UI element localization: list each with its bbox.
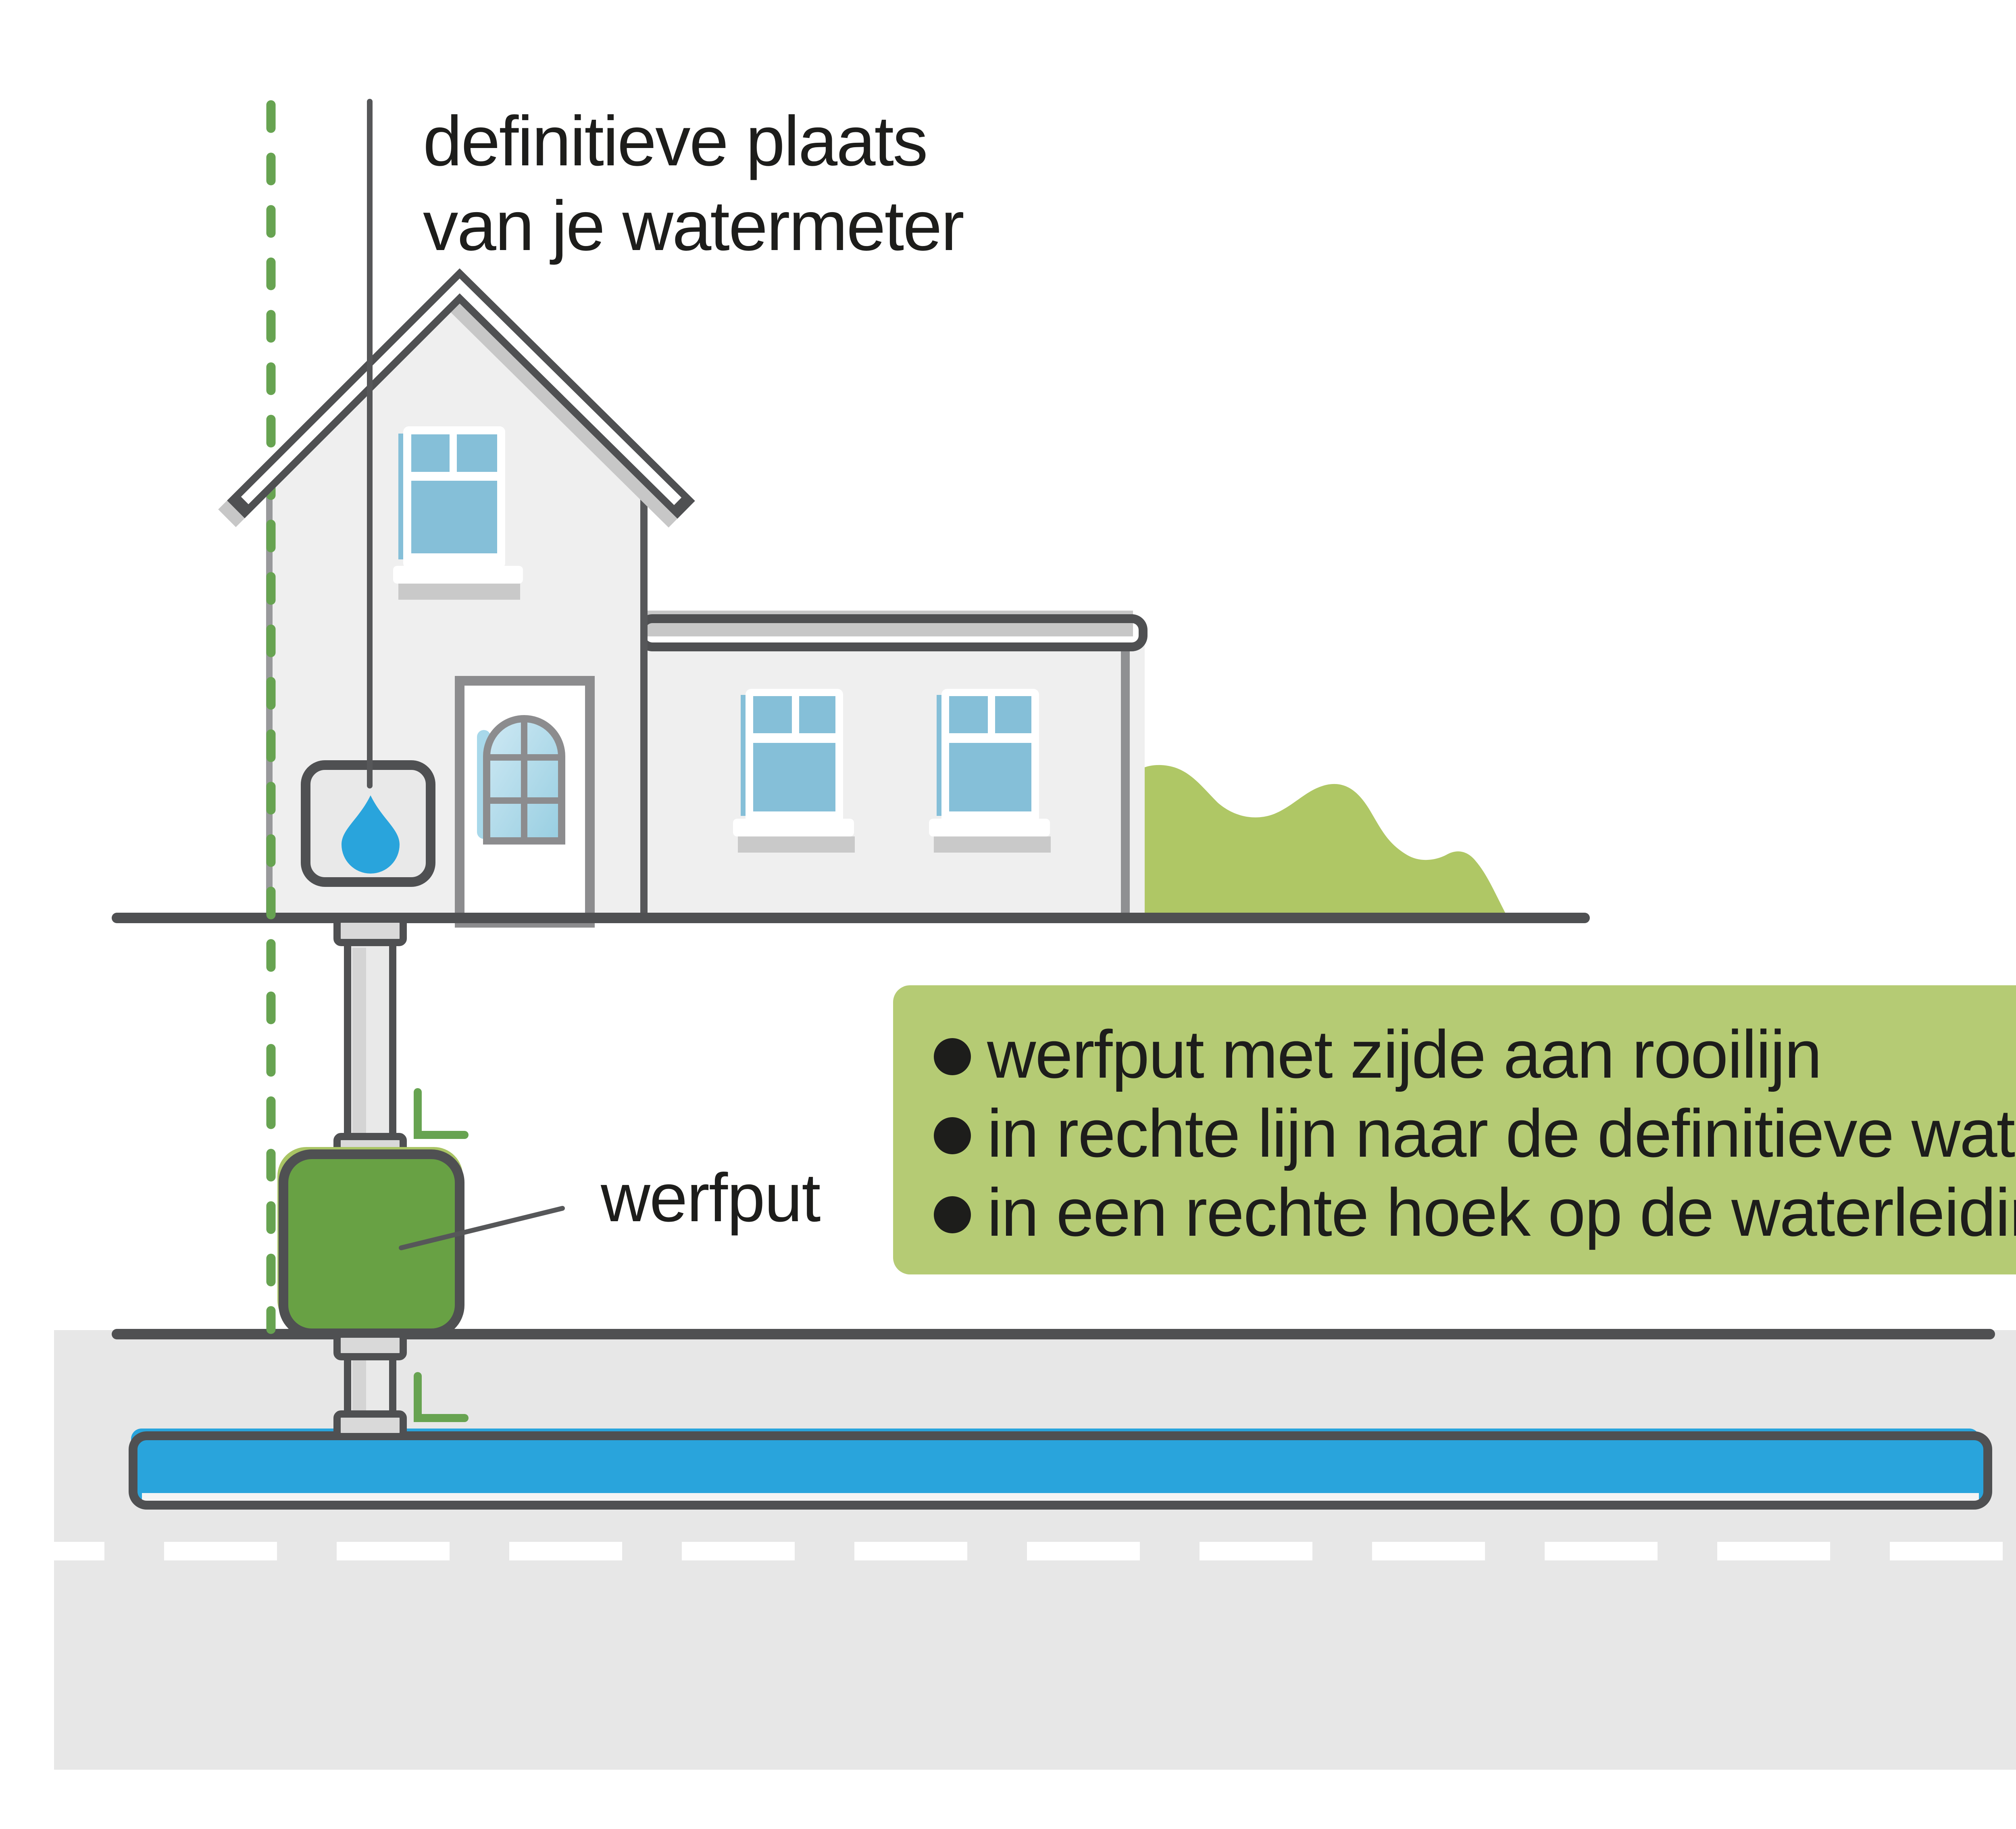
- werfput-pit: [279, 1149, 464, 1338]
- extension-window-1: [733, 689, 855, 853]
- requirement-item: werfput met zijde aan rooilijn: [987, 1016, 1821, 1092]
- werfput-label: werfput: [600, 1160, 820, 1236]
- pipe-lower-segment: [333, 1331, 407, 1440]
- extension-wall: [647, 629, 1145, 918]
- window-sill-shadow: [934, 836, 1051, 853]
- roof-band-core: [241, 278, 682, 505]
- pipe-flange: [333, 916, 407, 946]
- water-main-outline: [129, 1431, 1992, 1510]
- window-pane: [949, 696, 988, 733]
- bush: [1123, 765, 1508, 918]
- water-meter-box: [301, 760, 435, 887]
- extension-roof: [629, 611, 1148, 651]
- pipe-flange: [333, 1410, 407, 1440]
- requirement-item: in rechte lijn naar de definitieve water…: [987, 1095, 2016, 1171]
- window-pane: [995, 696, 1031, 733]
- gable-window: [393, 426, 523, 600]
- water-drop-icon: [342, 795, 400, 874]
- window-sill: [929, 819, 1050, 836]
- window-pane: [799, 696, 835, 733]
- window-sill: [393, 566, 523, 584]
- right-angle-icon: [414, 1088, 469, 1139]
- gable-roof: [218, 268, 695, 528]
- window-sill: [733, 819, 854, 836]
- right-angle-icon: [414, 1372, 469, 1422]
- window-pane: [949, 743, 1031, 811]
- requirements-box: werfput met zijde aan rooilijn in rechte…: [893, 985, 2016, 1274]
- requirement-item: in een rechte hoek op de waterleiding: [987, 1174, 2016, 1250]
- window-sill-shadow: [398, 584, 520, 600]
- werfput-leader-line: [399, 1206, 565, 1250]
- meter-location-label-line1: definitieve plaats: [423, 102, 927, 181]
- window-sill-shadow: [738, 836, 855, 853]
- house-main: [266, 286, 648, 928]
- window-pane: [411, 481, 497, 553]
- street-zone: [54, 1330, 2016, 1770]
- window-pane: [457, 434, 497, 472]
- bullet-icon: [934, 1196, 971, 1233]
- front-door: [455, 676, 595, 928]
- annotations: definitieve plaats van je watermeter wer…: [423, 102, 965, 1236]
- bullet-icon: [934, 1117, 971, 1154]
- window-pane: [753, 743, 835, 811]
- house-extension: [629, 611, 1148, 918]
- werfput: [277, 1147, 464, 1338]
- meter-location-label-line2: van je watermeter: [423, 187, 964, 265]
- pipe-upper-segment: [333, 916, 407, 1163]
- water-main-pipe: [129, 1429, 1992, 1510]
- service-connection: [277, 916, 469, 1440]
- requirements-box-background: [893, 985, 2016, 1274]
- pipe-shading: [352, 948, 366, 1137]
- water-main-body: [133, 1436, 1988, 1505]
- extension-window-2: [929, 689, 1051, 853]
- pipe-shading: [352, 1359, 366, 1418]
- bullet-icon: [934, 1038, 971, 1075]
- pipe-flange: [333, 1331, 407, 1360]
- window-pane: [411, 434, 450, 472]
- window-pane: [753, 696, 792, 733]
